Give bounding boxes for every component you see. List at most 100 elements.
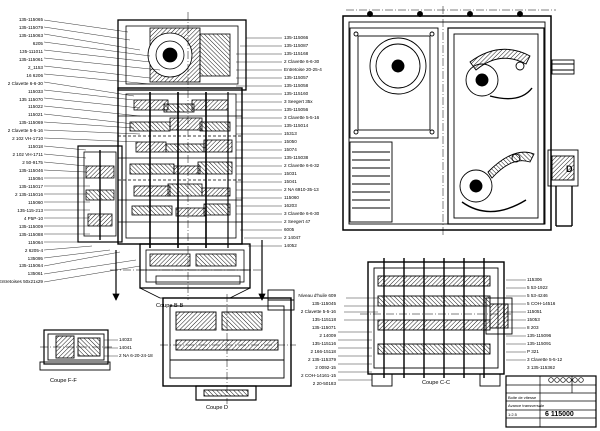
section-cc-drawing [360,258,513,387]
part-callout-label: 135-115118 [312,317,336,322]
caption-coupe-bb: Coupe B-B [156,303,184,309]
part-callout-label: 115021 [28,112,43,118]
part-callout-label: 135-115017 [18,183,43,189]
part-callout-label: 2 NA 6-20-24-18 [119,353,153,358]
part-callout-label: 135-115088 [18,231,43,237]
part-callout-label: 3 Seegert 35x [284,99,313,104]
part-callout-label: 8 203 [527,325,539,330]
part-callout-label: 6005 [284,227,295,232]
title-block-ref: 6 115000 [545,411,574,418]
part-callout-label: 2 Clavette 6-6-30 [7,80,43,86]
title-block-line1: Boite de vitesse [508,395,537,400]
part-callout-label: 2 20-50183 [312,381,336,386]
part-callout-label: 5 53-1922 [527,285,548,290]
part-callout-label: Entretoises 50x21x29 [0,279,43,285]
part-callout-label: 135-115066 [284,35,309,40]
part-callout-label: 135-115063 [18,32,43,38]
part-callout-label: 115094 [28,176,43,181]
part-callout-label: 2 NA 6910-35-13 [284,187,319,192]
part-callout-label: 135-115038 [284,155,309,160]
part-callout-label: 15053 [527,317,540,322]
part-callout-label: 4 P5P-10 [23,215,43,221]
part-callout-label: 115306 [527,277,542,282]
part-callout-label: 2 166-15118 [310,349,336,354]
part-callout-label: 135061 [27,271,43,277]
section-d-drawing [160,289,296,404]
part-callout-label: 115022 [28,104,43,110]
part-callout-label: P 321 [527,349,539,354]
part-callout-label: 2 Clavette 5-5-16 [7,128,43,134]
part-callout-label: 2 COH-14161-15 [301,373,336,378]
part-callout-label: 135-115079 [18,24,43,30]
part-callout-label: 115064 [28,239,43,245]
part-callout-label: 16 6206 [26,72,43,78]
part-callout-label: 115033 [28,88,43,94]
part-callout-label: Entretoise 20-25-4 [284,67,322,72]
part-callout-label: 2 50-9175 [22,160,43,166]
caption-coupe-ff: Coupe F-F [50,378,77,384]
part-callout-label: 2 Seegert 47 [284,219,311,224]
part-callout-label: 135-115065 [18,17,43,22]
part-callout-label: 2 6205-4 [24,247,43,253]
part-callout-label: 14041 [119,345,132,350]
part-callout-label: 15050 [284,139,297,144]
part-callout-label: 135-115014 [284,123,309,128]
part-callout-label: 15041 [284,179,297,184]
part-callout-label: 135-115160 [284,91,309,96]
part-callout-label: 135095 [27,255,43,261]
left-leader-lines [43,19,161,283]
part-callout-label: 135-115-213 [17,207,43,213]
part-callout-label: 135-115057 [284,75,309,80]
part-callout-label: 2 Clavette 6-6-30 [284,59,320,64]
part-callout-label: 3 Clavette 5-5-16 [284,115,320,120]
part-callout-label: 135-115064 [18,263,43,269]
part-callout-label: 2 102 VH-1711 [12,152,43,158]
part-callout-label: 115060 [284,195,299,200]
part-callout-label: 2 14047 [284,235,301,240]
part-callout-label: 135-115046 [18,168,43,174]
part-callout-label: 3 135-115362 [527,365,556,370]
part-callout-label: 135 115070 [19,96,43,102]
part-callout-label: 2 135-115016 [14,191,43,197]
title-block-line2: Avance transversale [508,403,545,408]
part-callout-label: 2 0092-15 [315,365,336,370]
part-callout-label: 3 Clavette 6-6-30 [284,211,320,216]
part-callout-label: 2 14009 [319,333,336,338]
part-callout-label: 115051 [527,309,542,314]
caption-coupe-cc: Coupe C-C [422,380,450,386]
part-callout-label: 115018 [28,144,43,150]
part-callout-label: 135-115096 [527,333,552,338]
title-block-scale: 1:2.5 [508,412,517,417]
caption-coupe-d: Coupe D [206,405,229,411]
part-callout-label: 14052 [284,243,297,248]
part-callout-label: 6205 [32,40,43,46]
part-callout-label: 3 Clavette 5-5-12 [527,357,563,362]
part-callout-label: 2 135-115379 [307,357,336,362]
part-callout-label: Niveau d'huile 609 [298,293,336,298]
part-callout-label: 135-115116 [312,341,336,346]
ff-leaders [104,339,118,357]
part-callout-label: 15031 [284,171,297,176]
part-callout-label: 135-115009 [18,223,43,229]
part-callout-label: 5 53-4246 [527,293,548,298]
part-callout-label: 135-115168 [284,51,309,56]
section-ff-drawing [39,329,112,371]
part-callout-label: 16203 [284,203,297,208]
part-callout-label: 2 Clavette 5-5-16 [300,309,336,314]
view-marker-d: D [566,164,573,174]
cc-leaders [338,279,526,381]
part-callout-label: 2 Clavette 6-6-32 [284,163,320,168]
front-view-drawing [342,6,579,236]
part-callout-label: 135-115045 [311,301,336,306]
part-callout-label: 135-115071 [311,325,336,330]
part-callout-label: 135-111011 [19,48,44,54]
part-callout-label: 135-115091 [527,341,552,346]
part-callout-label: 15313 [284,131,297,136]
part-callout-label: 2_1153 [28,64,43,70]
section-bb-drawing [77,12,266,301]
title-block [505,375,597,428]
part-callout-label: 115060 [28,199,43,205]
part-callout-label: 2 102 VH-1710 [12,136,43,142]
center-leader-lines [236,37,282,247]
